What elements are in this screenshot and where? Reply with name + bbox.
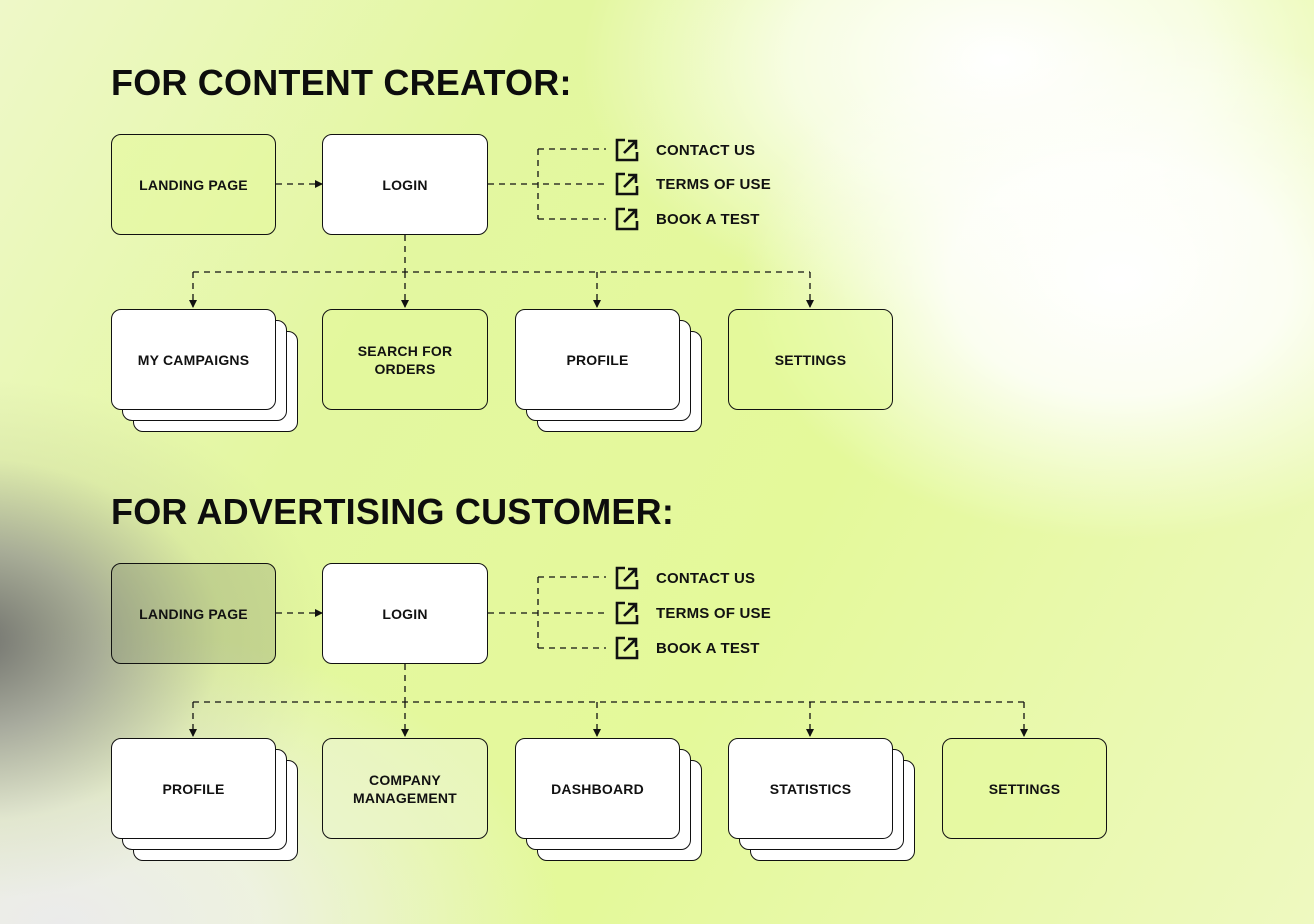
node-search-for-orders[interactable]: SEARCH FOR ORDERS bbox=[322, 309, 488, 410]
node-statistics[interactable]: STATISTICS bbox=[728, 738, 893, 839]
section-title-content-creator: FOR CONTENT CREATOR: bbox=[111, 62, 572, 103]
node-login[interactable]: LOGIN bbox=[322, 563, 488, 664]
external-link-icon bbox=[615, 207, 639, 231]
link-label: BOOK A TEST bbox=[656, 639, 760, 657]
external-link-icon bbox=[615, 636, 639, 660]
external-link-icon bbox=[615, 601, 639, 625]
link-contact-us[interactable]: CONTACT US bbox=[614, 137, 755, 163]
node-dashboard[interactable]: DASHBOARD bbox=[515, 738, 680, 839]
node-login[interactable]: LOGIN bbox=[322, 134, 488, 235]
node-landing-page[interactable]: LANDING PAGE bbox=[111, 563, 276, 664]
link-book-a-test[interactable]: BOOK A TEST bbox=[614, 635, 760, 661]
node-my-campaigns[interactable]: MY CAMPAIGNS bbox=[111, 309, 276, 410]
link-label: CONTACT US bbox=[656, 569, 756, 587]
link-terms-of-use[interactable]: TERMS OF USE bbox=[614, 600, 771, 626]
node-profile[interactable]: PROFILE bbox=[111, 738, 276, 839]
external-link-icon bbox=[615, 566, 639, 590]
node-company-management[interactable]: COMPANY MANAGEMENT bbox=[322, 738, 488, 839]
node-settings[interactable]: SETTINGS bbox=[728, 309, 893, 410]
node-landing-page[interactable]: LANDING PAGE bbox=[111, 134, 276, 235]
link-contact-us[interactable]: CONTACT US bbox=[614, 565, 755, 591]
link-label: TERMS OF USE bbox=[656, 604, 771, 622]
link-label: BOOK A TEST bbox=[656, 210, 760, 228]
node-settings[interactable]: SETTINGS bbox=[942, 738, 1107, 839]
link-terms-of-use[interactable]: TERMS OF USE bbox=[614, 171, 771, 197]
external-link-icon bbox=[615, 172, 639, 196]
link-label: CONTACT US bbox=[656, 141, 756, 159]
link-label: TERMS OF USE bbox=[656, 175, 771, 193]
section-title-advertising-customer: FOR ADVERTISING CUSTOMER: bbox=[111, 491, 675, 532]
node-profile[interactable]: PROFILE bbox=[515, 309, 680, 410]
link-book-a-test[interactable]: BOOK A TEST bbox=[614, 206, 760, 232]
external-link-icon bbox=[615, 138, 639, 162]
